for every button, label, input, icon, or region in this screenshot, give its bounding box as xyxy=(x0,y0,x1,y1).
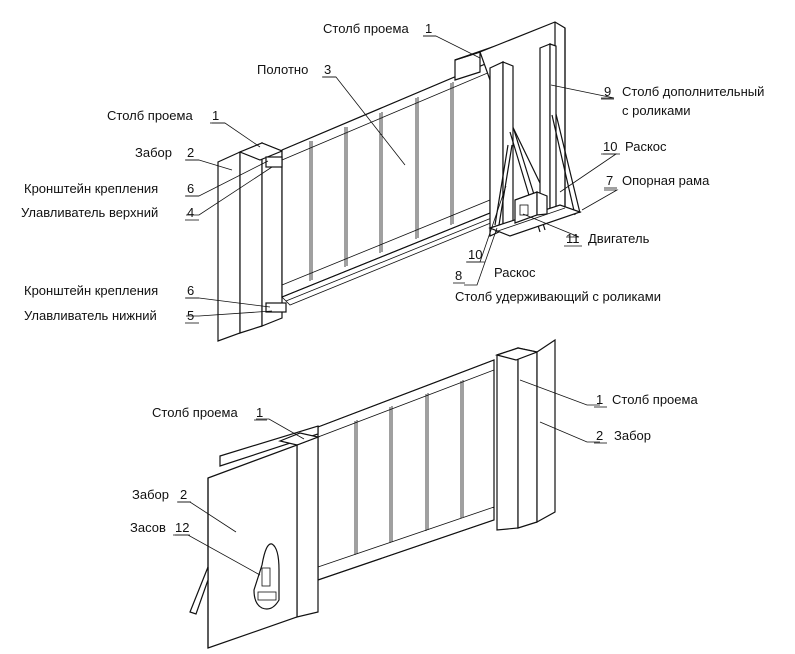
label-bracket-6-top: Кронштейн крепления xyxy=(24,181,158,196)
num-fence-2: 2 xyxy=(187,145,194,160)
label-bracket-6-bottom: Кронштейн крепления xyxy=(24,283,158,298)
num-left-post-1: 1 xyxy=(212,108,219,123)
num-b-fence-2-left: 2 xyxy=(180,487,187,502)
b-gate-canvas xyxy=(317,359,495,581)
label-b-latch-12: Засов xyxy=(130,520,166,535)
label-motor-11: Двигатель xyxy=(588,231,650,246)
b-left-post xyxy=(296,436,319,618)
b-left-post-top xyxy=(278,432,321,446)
label-fence-2: Забор xyxy=(135,145,172,160)
label-canvas-3: Полотно xyxy=(257,62,308,77)
lower-catcher xyxy=(265,302,287,313)
label-top-post-1: Столб проема xyxy=(323,21,409,36)
num-brace-10-bottom: 10 xyxy=(468,247,482,262)
num-brace-10-right: 10 xyxy=(603,139,617,154)
b-right-post xyxy=(496,347,519,531)
b-right-post-front xyxy=(517,347,538,529)
num-extra-post-9: 9 xyxy=(604,84,611,99)
motor-side xyxy=(536,191,548,216)
label-left-post-1: Столб проема xyxy=(107,108,193,123)
b-canvas-panels xyxy=(354,380,464,555)
left-opening-post-front xyxy=(261,142,283,327)
num-bracket-6-bottom: 6 xyxy=(187,283,194,298)
num-catcher-lower-5: 5 xyxy=(187,308,194,323)
label-support-frame-7: Опорная рама xyxy=(622,173,710,188)
label-catcher-upper-4: Улавливатель верхний xyxy=(21,205,158,220)
label-b-fence-2-right: Забор xyxy=(614,428,651,443)
upper-catcher xyxy=(265,156,283,168)
num-support-frame-7: 7 xyxy=(606,173,613,188)
label-b-post-1-right: Столб проема xyxy=(612,392,698,407)
num-catcher-upper-4: 4 xyxy=(187,205,194,220)
num-holding-post-8: 8 xyxy=(455,268,462,283)
num-canvas-3: 3 xyxy=(324,62,331,77)
b-latch xyxy=(253,543,280,610)
b-right-fence xyxy=(536,338,556,524)
label-holding-post-8: Столб удерживающий с роликами xyxy=(455,289,661,304)
num-b-latch-12: 12 xyxy=(175,520,189,535)
num-b-fence-2-right: 2 xyxy=(596,428,603,443)
additional-post xyxy=(539,43,551,219)
num-top-post-1: 1 xyxy=(425,21,432,36)
num-b-post-1-right: 1 xyxy=(596,392,603,407)
label-catcher-lower-5: Улавливатель нижний xyxy=(24,308,157,323)
label-brace-10-right: Раскос xyxy=(625,139,667,154)
b-left-brace xyxy=(189,566,209,615)
label-b-fence-2-left: Забор xyxy=(132,487,169,502)
top-gate-drawing xyxy=(217,21,582,342)
b-left-fence xyxy=(207,444,298,649)
num-motor-11: 11 xyxy=(566,231,580,246)
gate-canvas-frame xyxy=(281,61,491,298)
label-b-post-1-left: Столб проема xyxy=(152,405,238,420)
label-brace-10-bottom: Раскос xyxy=(494,265,536,280)
bottom-gate-drawing xyxy=(189,338,556,649)
num-b-post-1-left: 1 xyxy=(256,405,263,420)
num-bracket-6-top: 6 xyxy=(187,181,194,196)
label-extra-post-9: Столб дополнительный xyxy=(622,84,764,99)
number-underlines xyxy=(173,35,620,536)
labels: Столб проема 1 Полотно 3 Столб проема 1 … xyxy=(21,21,764,535)
label-extra-post-9-line2: с роликами xyxy=(622,103,691,118)
